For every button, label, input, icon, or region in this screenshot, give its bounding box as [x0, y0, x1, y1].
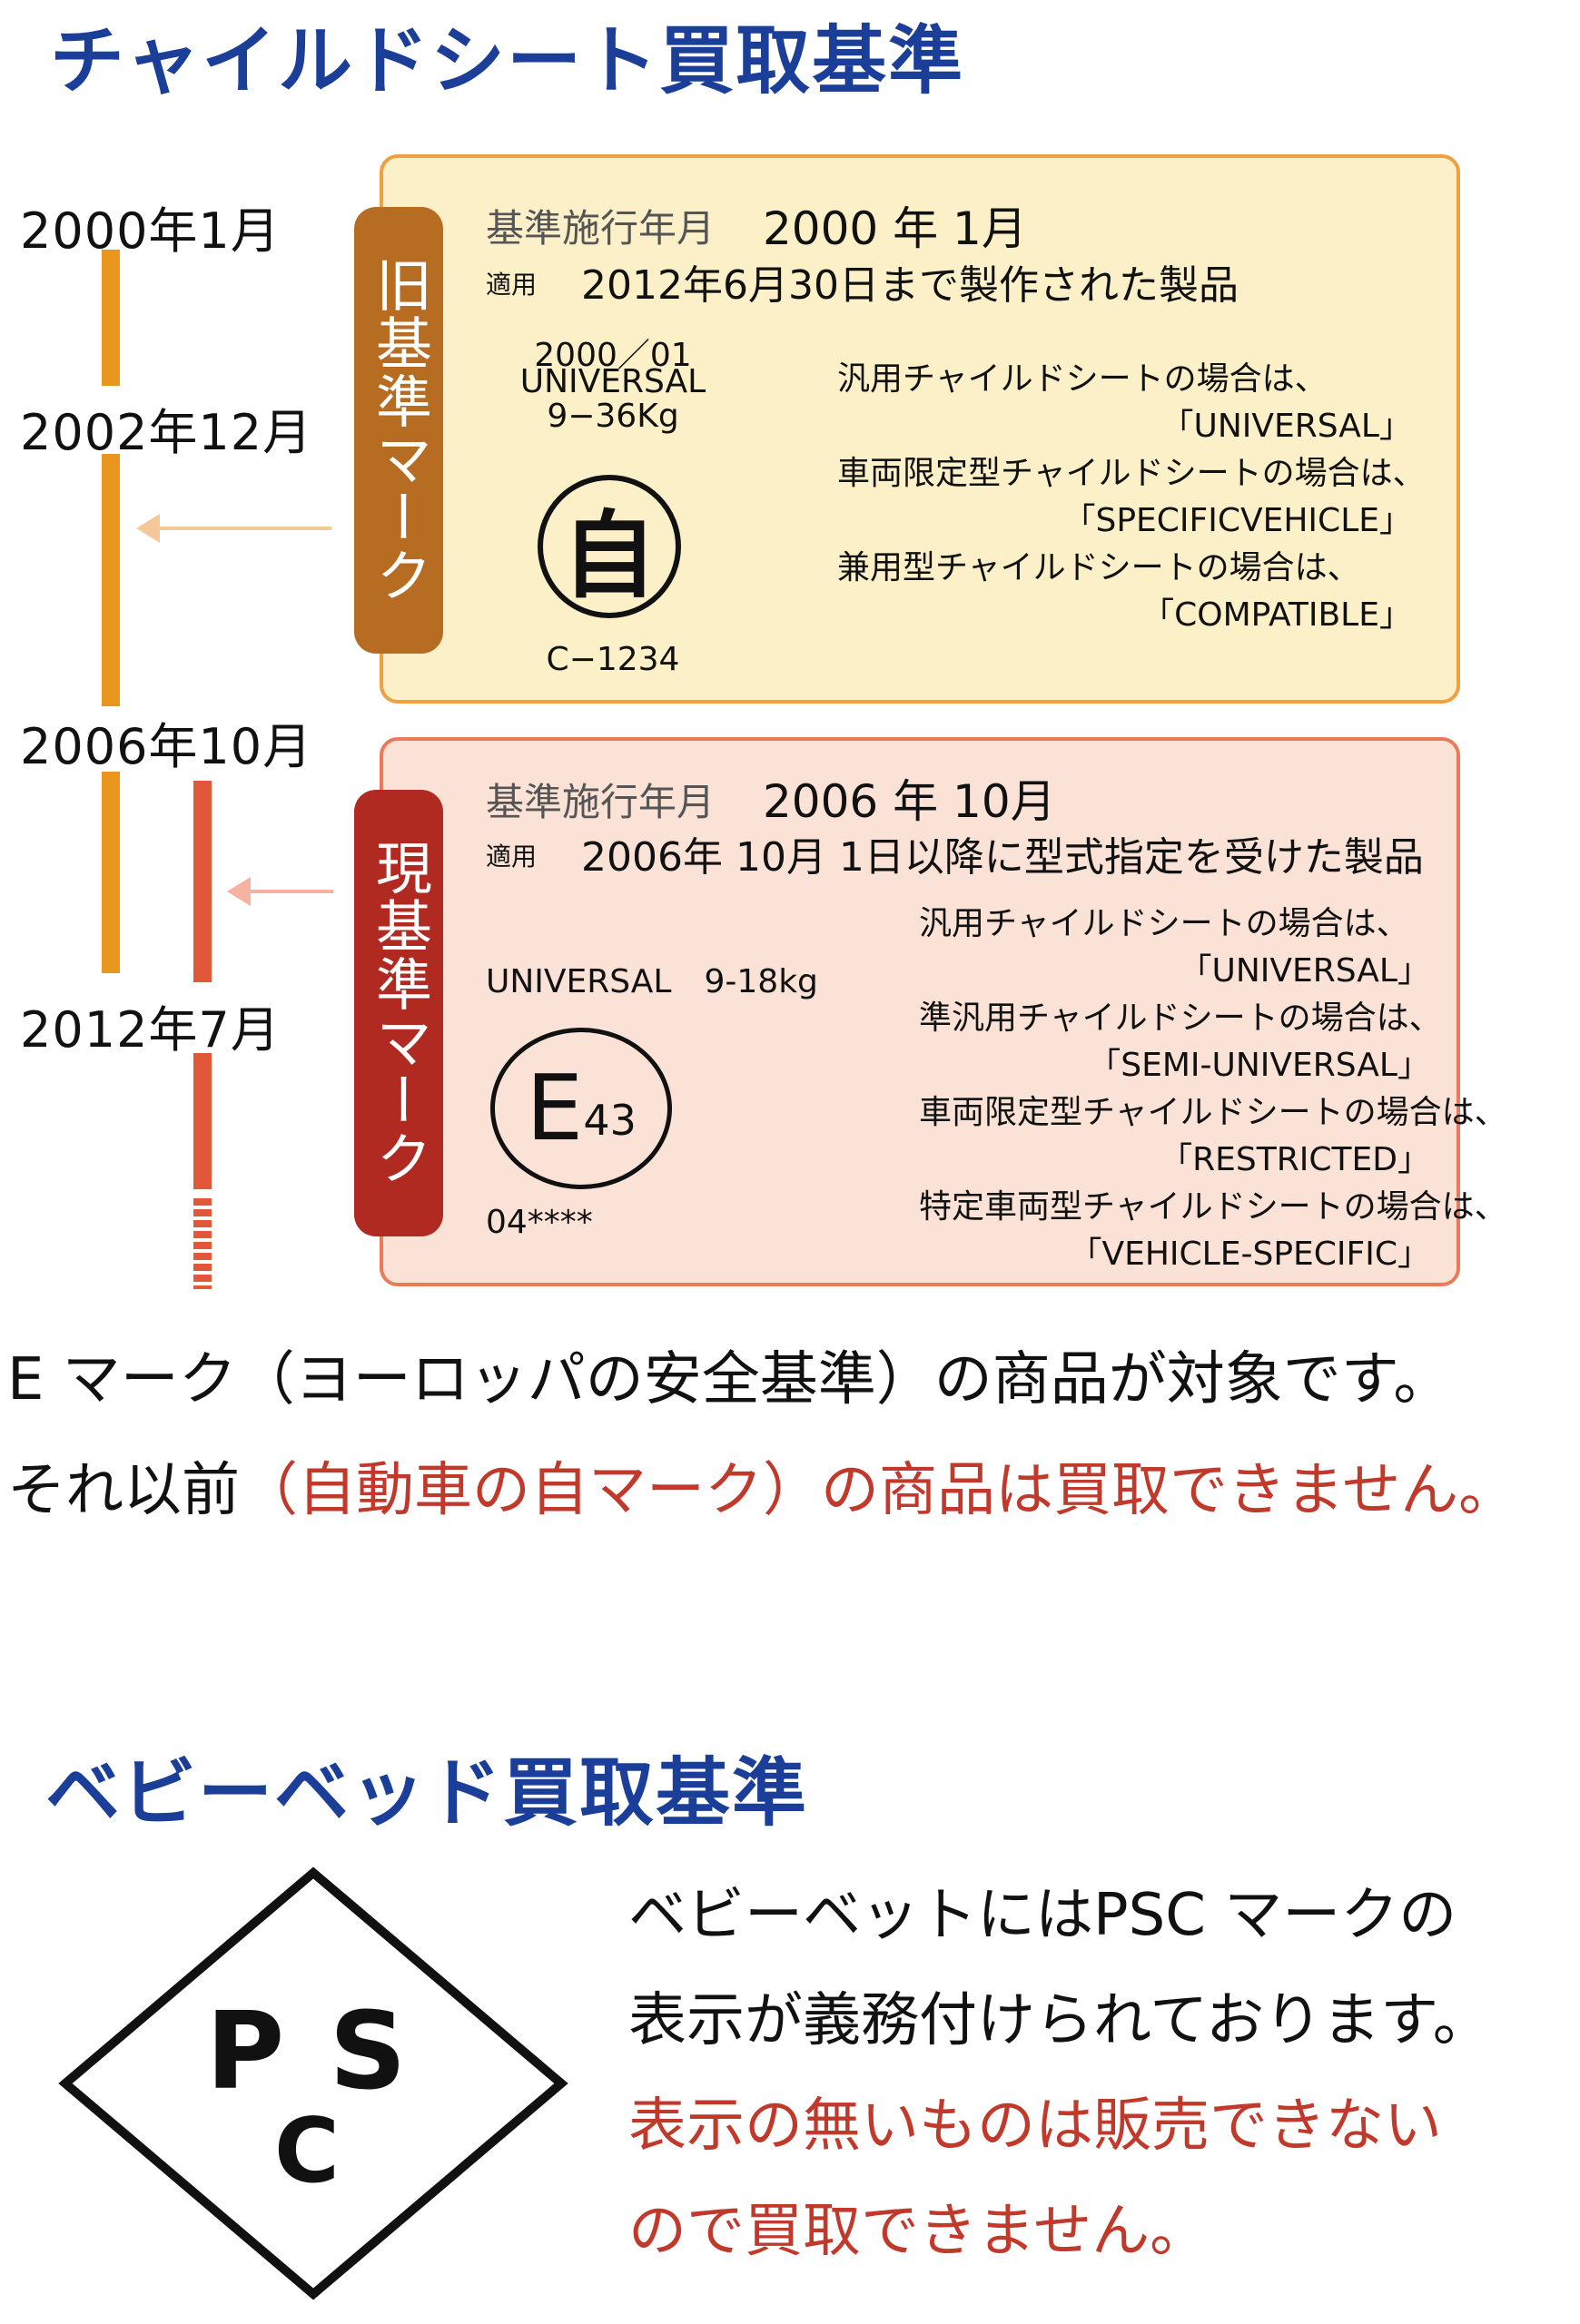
babybed-heading: ベビーベッド買取基準 [45, 1750, 809, 1837]
new-enforced-value: 2006 年 10月 [763, 775, 1056, 828]
psc-line-3: 表示の無いものは販売できない [628, 2093, 1442, 2160]
psc-line-1: ベビーベットにはPSC マークの [628, 1882, 1457, 1949]
new-rule-text: 特定車両型チャイルドシートの場合は、 [919, 1188, 1507, 1226]
old-mark-universal: UNIVERSAL [519, 363, 706, 400]
old-mark-date: 2000／01 [534, 337, 692, 374]
timeline-date-2012-07: 2012年7月 [20, 1001, 281, 1059]
arrow-left-icon [227, 877, 251, 906]
timeline-bar-new-1 [193, 781, 212, 982]
new-rule-value: 「VEHICLE-SPECIFIC」 [1069, 1236, 1430, 1273]
childseat-heading: チャイルドシート買取基準 [50, 18, 965, 104]
timeline-bar-old-2 [102, 454, 120, 706]
old-enforced-label: 基準施行年月 [486, 206, 716, 251]
e-mark-number: 43 [583, 1096, 637, 1145]
psc-line-4: ので買取できません。 [628, 2198, 1209, 2265]
timeline-date-2002-12: 2002年12月 [20, 404, 313, 461]
new-enforced-label: 基準施行年月 [486, 780, 716, 824]
new-rule-text: 車両限定型チャイルドシートの場合は、 [919, 1094, 1507, 1131]
old-rule-text: 車両限定型チャイルドシートの場合は、 [837, 455, 1426, 492]
note-line-2: それ以前（自動車の自マーク）の商品は買取できません。 [7, 1443, 1516, 1527]
old-mark-weight: 9−36Kg [547, 398, 679, 435]
new-mark-code: 04**** [486, 1204, 593, 1241]
old-rule-value: 「COMPATIBLE」 [1141, 596, 1412, 634]
arrow-old-line [154, 527, 331, 530]
timeline-bar-old-1 [102, 250, 120, 386]
new-mark-e-symbol: E 43 [490, 1028, 672, 1189]
e-mark-letter: E [526, 1055, 584, 1161]
old-mark-panel [380, 154, 1460, 704]
arrow-new-line [247, 890, 333, 893]
old-rule-value: 「SPECIFICVEHICLE」 [1062, 502, 1412, 539]
timeline-date-2006-10: 2006年10月 [20, 718, 313, 775]
arrow-left-icon [136, 514, 160, 543]
old-mark-jidosha-symbol: 自 [538, 475, 681, 618]
old-rule-text: 汎用チャイルドシートの場合は、 [837, 360, 1328, 398]
old-rule-text: 兼用型チャイルドシートの場合は、 [837, 549, 1360, 586]
new-applies-label: 適用 [486, 842, 538, 872]
psc-letter-p: P [206, 1988, 284, 2113]
old-mark-tab: 旧基準マーク [354, 207, 443, 654]
old-enforced-value: 2000 年 1月 [763, 202, 1027, 255]
psc-mark: P S C [58, 1866, 568, 2300]
new-rule-value: 「SEMI-UNIVERSAL」 [1088, 1047, 1430, 1084]
new-mark-panel [380, 737, 1460, 1286]
new-mark-universal: UNIVERSAL 9-18kg [486, 963, 818, 1000]
old-applies-value: 2012年6月30日まで製作された製品 [581, 262, 1239, 309]
note-line-2-black: それ以前 [7, 1457, 240, 1524]
note-line-1: E マーク（ヨーロッパの安全基準）の商品が対象です。 [7, 1346, 1452, 1413]
new-rule-text: 汎用チャイルドシートの場合は、 [919, 905, 1409, 942]
old-rule-value: 「UNIVERSAL」 [1160, 408, 1413, 445]
new-applies-value: 2006年 10月 1日以降に型式指定を受けた製品 [581, 834, 1424, 881]
psc-diamond-outline [58, 1866, 568, 2300]
new-rule-value: 「RESTRICTED」 [1160, 1141, 1430, 1178]
old-applies-label: 適用 [486, 270, 538, 300]
new-rule-text: 準汎用チャイルドシートの場合は、 [919, 1000, 1442, 1037]
psc-line-2: 表示が義務付けられております。 [628, 1987, 1491, 2054]
new-rule-value: 「UNIVERSAL」 [1179, 952, 1431, 990]
timeline-date-2000-01: 2000年1月 [20, 202, 281, 260]
timeline-bar-old-3 [102, 772, 120, 973]
new-mark-tab: 現基準マーク [354, 790, 443, 1236]
timeline-bar-new-continuing [193, 1198, 212, 1289]
psc-letter-c: C [274, 2100, 340, 2203]
old-mark-code: C−1234 [546, 641, 680, 678]
note-line-2-red: （自動車の自マーク）の商品は買取できません。 [240, 1457, 1517, 1524]
timeline-bar-new-2 [193, 1053, 212, 1189]
psc-letter-s: S [330, 1988, 407, 2113]
